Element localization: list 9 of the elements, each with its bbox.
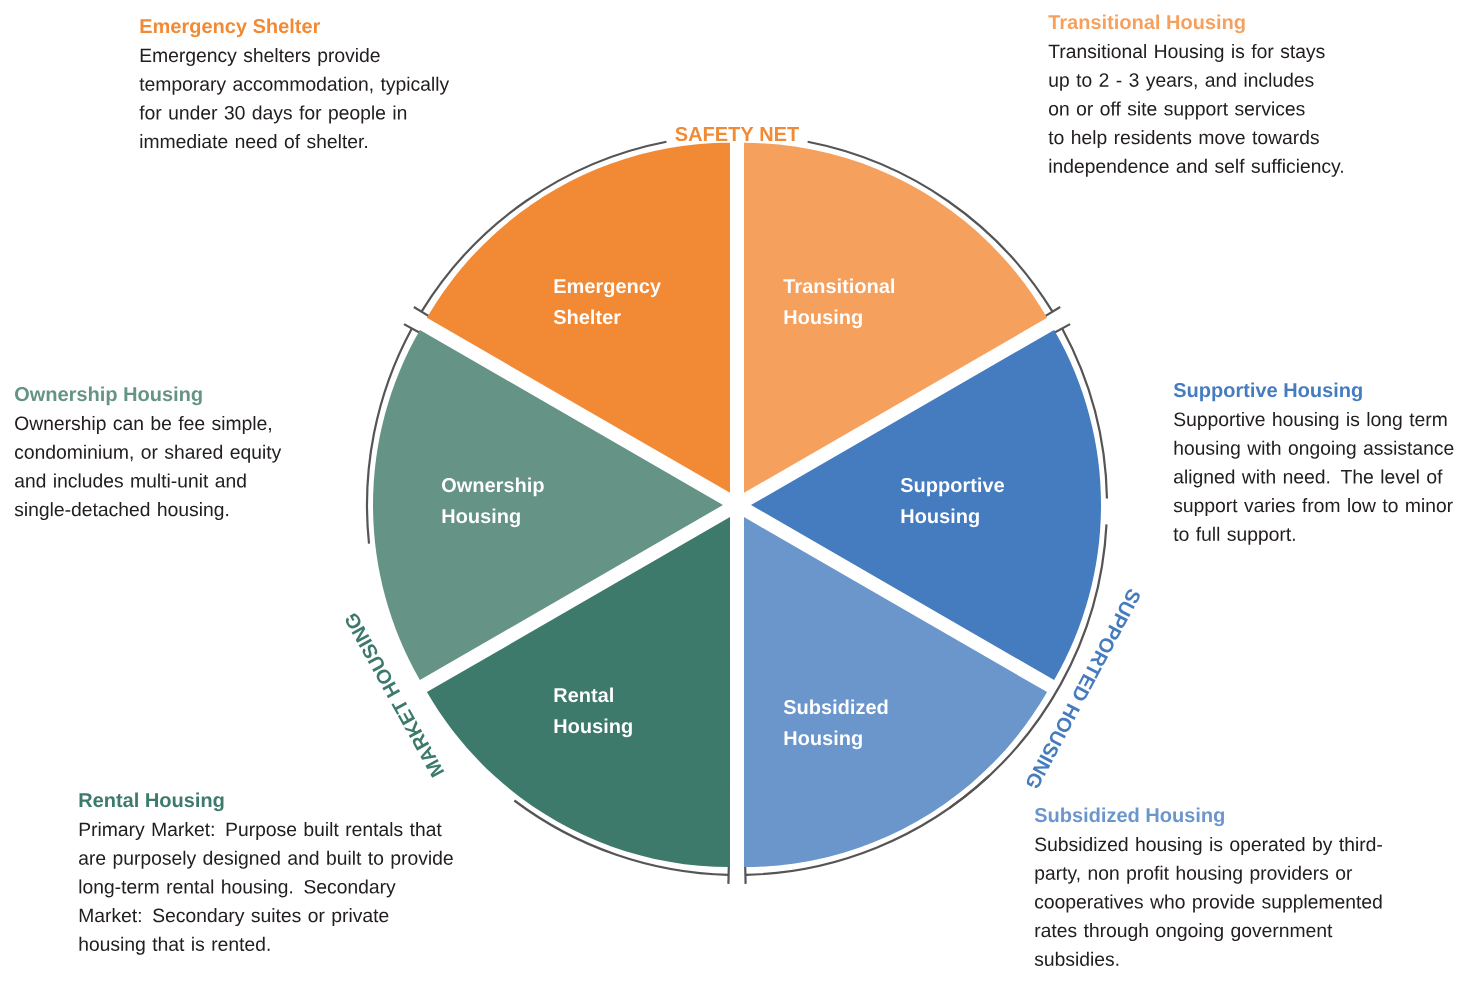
section-heading: Transitional Housing xyxy=(1048,14,1245,34)
description-text: Ownership can be fee simple, condominium, or shared equity and includes multi-unit and single-detached housing. xyxy=(14,416,282,521)
arc-label: SAFETY NET xyxy=(675,126,799,142)
section-heading: Rental Housing xyxy=(79,792,224,812)
section-heading: Supportive Housing xyxy=(1173,382,1362,402)
section-heading: Ownership Housing xyxy=(15,386,202,406)
section-heading: Emergency Shelter xyxy=(140,18,321,38)
description-text: Supportive housing is long term housing with ongoing assistance aligned with need. The level of support varies from low to minor to full support. xyxy=(1173,412,1454,545)
description-text: Transitional Housing is for stays up to 2 - 3 years, and includes on or off site support services to help residents move towards independence and self sufficiency. xyxy=(1048,44,1343,177)
